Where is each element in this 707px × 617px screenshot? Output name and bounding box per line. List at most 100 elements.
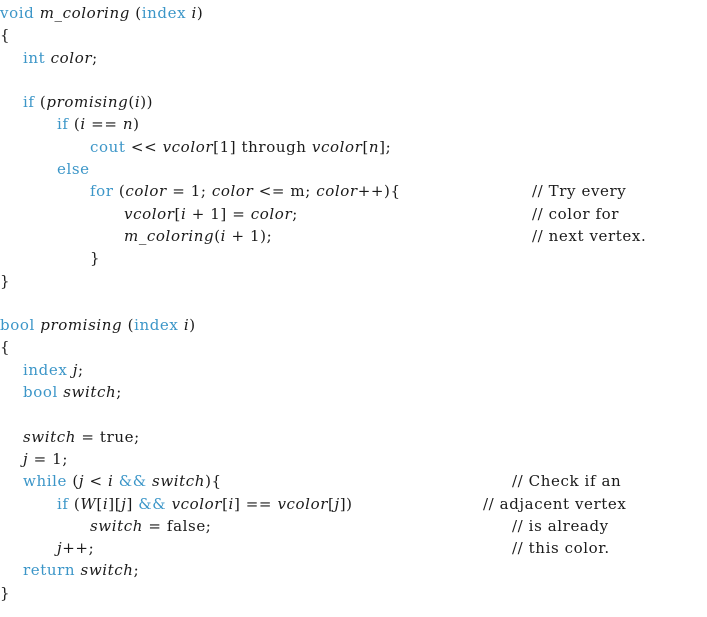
code-token: {: [0, 338, 11, 357]
code-statement: bool switch;: [23, 383, 122, 401]
code-identifier: i: [80, 115, 86, 134]
code-token: )): [140, 93, 154, 112]
code-token: [: [96, 494, 103, 513]
code-token: <: [84, 472, 108, 491]
code-statement: if (i == n): [57, 115, 140, 133]
code-token: ): [196, 4, 204, 22]
code-identifier: i: [134, 93, 141, 112]
code-line: [0, 292, 707, 314]
code-token: (: [68, 115, 81, 134]
code-line: return switch;: [0, 559, 707, 581]
code-identifier: i: [102, 494, 109, 513]
code-statement: j = 1;: [23, 450, 68, 468]
code-keyword: else: [57, 160, 90, 179]
code-identifier: i: [191, 4, 197, 22]
code-keyword: void: [0, 4, 35, 22]
code-line: [0, 403, 707, 425]
code-identifier: color: [316, 182, 358, 201]
code-line: {: [0, 336, 707, 358]
code-comment: // Check if an: [512, 472, 622, 491]
code-statement: {: [0, 338, 10, 356]
code-keyword: if: [57, 494, 69, 513]
code-comment: // is already: [512, 516, 609, 535]
code-token: ): [189, 316, 196, 335]
code-token: ;: [292, 204, 298, 223]
code-token: ;: [78, 360, 84, 379]
code-statement: if (promising(i)): [23, 93, 153, 111]
code-keyword: index: [141, 4, 187, 22]
code-line: bool switch;: [0, 381, 707, 403]
code-identifier: i: [183, 316, 190, 335]
code-line: }: [0, 582, 707, 604]
code-statement: bool promising (index i): [0, 316, 196, 334]
code-identifier: switch: [80, 561, 134, 580]
code-identifier: j: [334, 494, 340, 513]
code-line: }: [0, 270, 707, 292]
code-identifier: vcolor: [311, 137, 363, 156]
code-identifier: j: [78, 472, 85, 491]
code-token: + 1] =: [186, 204, 251, 223]
code-line: j++;// this color.: [0, 537, 707, 559]
code-identifier: i: [180, 204, 187, 223]
code-token: = 1;: [28, 449, 68, 468]
code-keyword: index: [134, 316, 179, 335]
code-token: ){: [205, 472, 222, 491]
code-line: vcolor[i + 1] = color;// color for: [0, 203, 707, 225]
code-identifier: color: [50, 48, 93, 67]
code-token: (: [214, 226, 221, 245]
code-identifier: j: [121, 494, 127, 513]
code-statement: }: [0, 584, 10, 602]
code-comment: // next vertex.: [532, 226, 647, 245]
code-line: void m_coloring (index i): [0, 2, 707, 24]
code-identifier: n: [122, 115, 134, 134]
code-keyword: bool: [0, 316, 35, 335]
code-keyword: &&: [118, 472, 147, 491]
code-comment: // this color.: [512, 539, 610, 558]
code-token: (: [66, 472, 79, 491]
code-line: }: [0, 247, 707, 269]
code-token: (: [34, 93, 47, 112]
code-identifier: m_coloring: [124, 226, 215, 245]
code-statement: return switch;: [23, 561, 139, 579]
code-token: ==: [85, 115, 123, 134]
code-line: switch = true;: [0, 426, 707, 448]
code-statement: else: [57, 160, 90, 178]
code-line: else: [0, 158, 707, 180]
code-token: <<: [125, 137, 163, 156]
code-line: if (W[i][j] && vcolor[i] == vcolor[j])//…: [0, 493, 707, 515]
code-token: }: [0, 271, 11, 290]
code-statement: vcolor[i + 1] = color;: [124, 205, 298, 223]
code-token: ][: [108, 494, 122, 513]
code-token: [1] through: [213, 137, 312, 156]
code-identifier: switch: [23, 427, 77, 446]
code-token: (: [113, 182, 126, 201]
code-token: ] ==: [233, 494, 278, 513]
code-token: (: [68, 494, 81, 513]
code-line: for (color = 1; color <= m; color++){// …: [0, 180, 707, 202]
code-identifier: vcolor: [162, 137, 214, 156]
code-identifier: switch: [152, 472, 206, 491]
code-statement: m_coloring(i + 1);: [124, 227, 272, 245]
code-line: if (i == n): [0, 113, 707, 135]
code-identifier: vcolor: [171, 494, 223, 513]
code-keyword: bool: [23, 383, 58, 402]
code-token: ;: [116, 383, 122, 402]
code-token: ]: [126, 494, 139, 513]
code-identifier: vcolor: [124, 204, 175, 223]
code-token: [: [222, 494, 229, 513]
code-identifier: j: [57, 539, 63, 558]
code-keyword: if: [57, 115, 69, 134]
code-identifier: color: [125, 182, 167, 201]
code-statement: while (j < i && switch){: [23, 472, 222, 490]
code-token: = true;: [76, 427, 140, 446]
code-identifier: vcolor: [277, 494, 328, 513]
code-line: switch = false;// is already: [0, 515, 707, 537]
code-token: ): [133, 115, 140, 134]
code-keyword: cout: [90, 137, 126, 156]
code-identifier: n: [368, 137, 380, 156]
code-token: = false;: [143, 516, 212, 535]
code-token: (: [129, 4, 142, 22]
code-token: ]): [339, 494, 353, 513]
code-token: ;: [133, 561, 140, 580]
code-identifier: i: [107, 472, 114, 491]
